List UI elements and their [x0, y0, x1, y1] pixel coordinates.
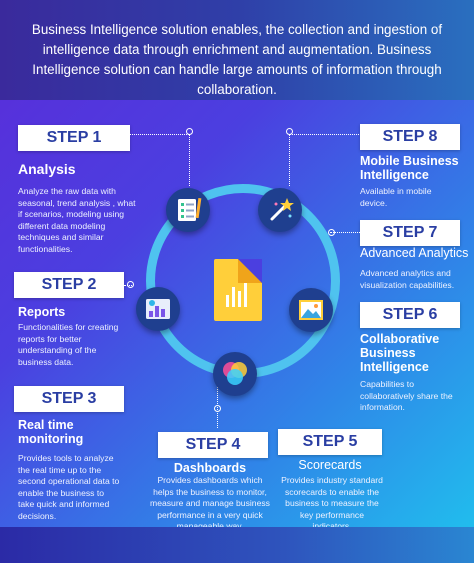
image-frame-icon — [299, 300, 323, 320]
step-4-title: Dashboards — [173, 461, 247, 475]
venn-diagram-icon — [223, 362, 247, 385]
step-3-badge: STEP 3 — [14, 386, 124, 412]
magic-wand-icon — [270, 198, 294, 221]
step-2-title: Reports — [18, 305, 66, 319]
step-8-badge: STEP 8 — [360, 124, 460, 150]
step-5-title: Scorecards — [298, 458, 362, 472]
bar-chart-icon — [226, 283, 247, 307]
step-3-desc: Provides tools to analyze the real time … — [18, 453, 120, 521]
connector-step-7 — [330, 232, 360, 233]
connector-dot-4 — [214, 405, 221, 412]
step-2-badge: STEP 2 — [14, 272, 124, 298]
step-1-badge: STEP 1 — [18, 125, 130, 151]
step-5-badge: STEP 5 — [278, 429, 382, 455]
node-analysis — [166, 188, 210, 232]
step-3-title: Real time monitoring — [18, 418, 84, 446]
checklist-icon — [178, 197, 202, 221]
connector-step-4 — [217, 378, 218, 428]
footer-band — [0, 527, 474, 563]
connector-dot-2 — [127, 281, 134, 288]
node-collaborative — [289, 288, 333, 332]
connector-dot-8 — [286, 128, 293, 135]
step-1-title: Analysis — [18, 161, 76, 177]
step-5-desc: Provides industry standard scorecards to… — [281, 475, 383, 531]
connector-step-8-h — [289, 134, 359, 135]
step-8-title: Mobile Business Intelligence — [360, 154, 459, 182]
step-7-badge: STEP 7 — [360, 220, 460, 246]
step-4-desc: Provides dashboards which helps the busi… — [150, 475, 270, 531]
step-8-desc: Available in mobile device. — [360, 186, 432, 208]
connector-step-1 — [189, 134, 190, 186]
bar-report-icon — [146, 299, 170, 319]
document-chart-icon — [214, 259, 262, 321]
step-4-badge: STEP 4 — [158, 432, 268, 458]
connector-step-8 — [289, 134, 290, 186]
connector-step-1-h — [130, 134, 189, 135]
header-text: Business Intelligence solution enables, … — [31, 22, 443, 97]
node-mobile — [258, 188, 302, 232]
node-dashboards — [213, 352, 257, 396]
node-reports — [136, 287, 180, 331]
header-banner: Business Intelligence solution enables, … — [0, 0, 474, 100]
step-6-desc: Capabilities to collaboratively share th… — [360, 379, 453, 412]
step-2-desc: Functionalities for creating reports for… — [18, 322, 119, 367]
step-6-badge: STEP 6 — [360, 302, 460, 328]
step-7-desc: Advanced analytics and visualization cap… — [360, 268, 455, 290]
step-6-title: Collaborative Business Intelligence — [360, 332, 440, 374]
connector-dot-7 — [328, 229, 335, 236]
connector-dot-1 — [186, 128, 193, 135]
document-fold — [238, 259, 262, 283]
step-1-desc: Analyze the raw data with seasonal, tren… — [18, 186, 136, 254]
step-7-title: Advanced Analytics — [360, 246, 469, 260]
